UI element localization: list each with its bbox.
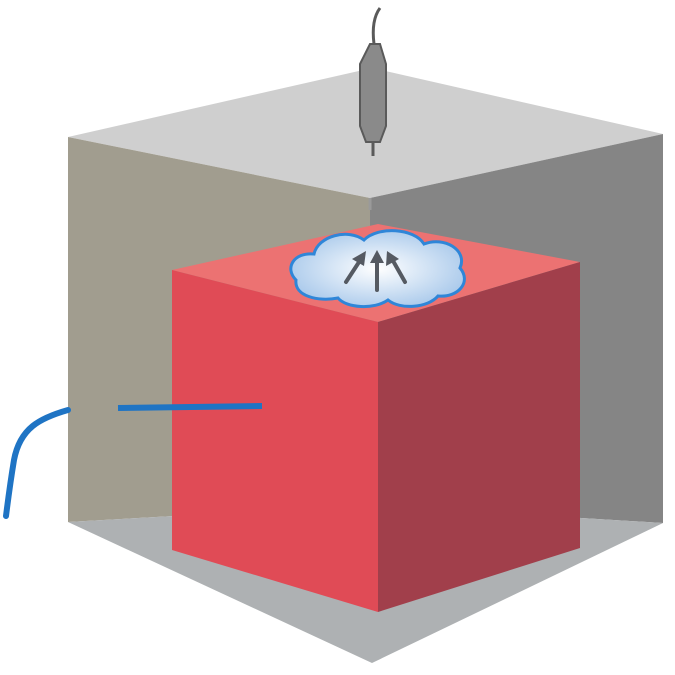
external-cable bbox=[3, 407, 71, 519]
arrow-center-head bbox=[370, 250, 384, 263]
upward-arrows-icon bbox=[344, 250, 407, 292]
specimen-cube bbox=[172, 224, 580, 612]
probe-icon bbox=[359, 7, 387, 156]
probe-body bbox=[359, 43, 387, 143]
probe-cable bbox=[371, 7, 382, 45]
cube-front-face bbox=[172, 270, 378, 612]
arrow-right bbox=[390, 257, 407, 284]
arrow-left-head bbox=[352, 251, 366, 266]
cable-icon bbox=[3, 403, 263, 519]
emission-plume bbox=[289, 229, 466, 308]
arrow-left bbox=[344, 257, 363, 284]
embedded-sensor-wire bbox=[117, 403, 263, 411]
arrow-right-head bbox=[386, 251, 399, 266]
cube-right-face bbox=[378, 262, 580, 612]
